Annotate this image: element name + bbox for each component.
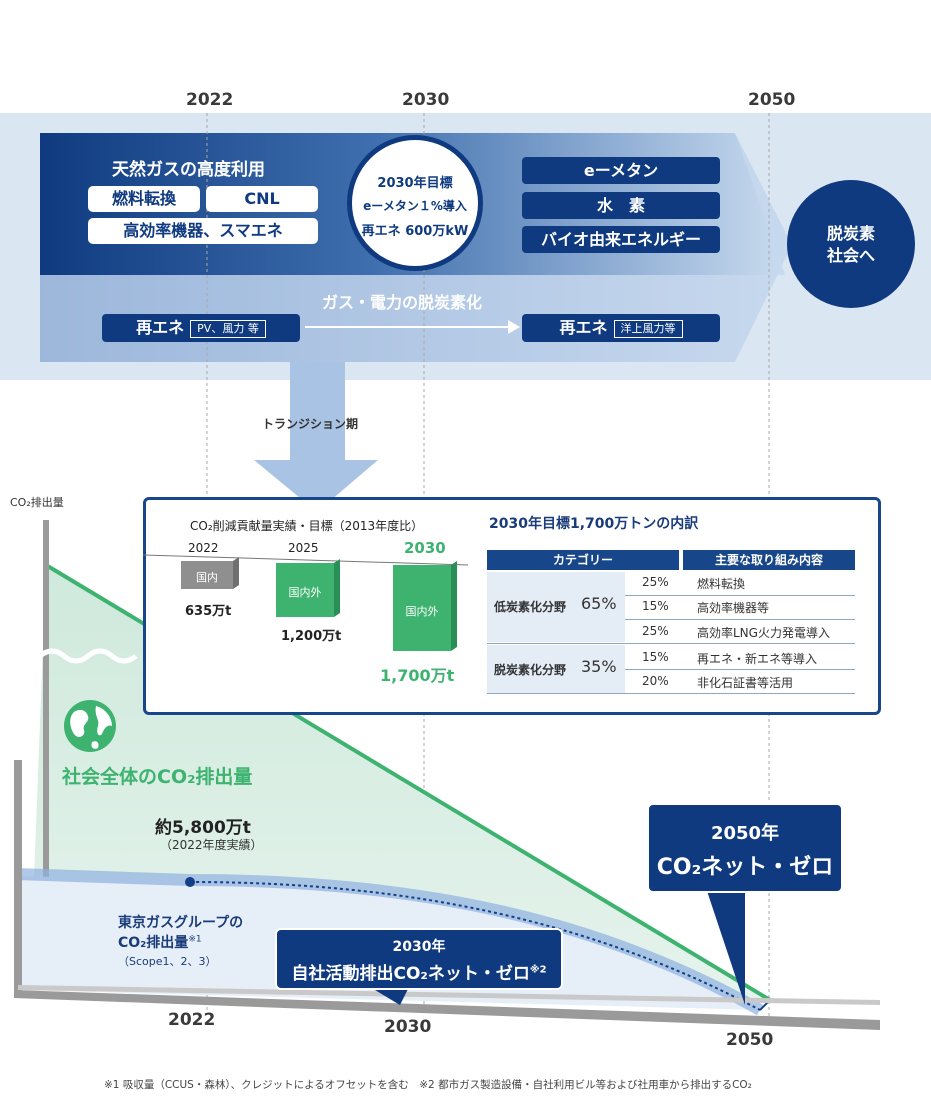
group-emission-dotted (189, 881, 761, 1011)
row-item-1: 燃料転換 (697, 577, 746, 591)
axis-floor-front (14, 990, 880, 1030)
transition-label: トランジション期 (262, 417, 359, 431)
row-divider-2 (625, 619, 855, 620)
group-decarb-name: 脱炭素化分野 (494, 663, 567, 677)
bar-2030-side (451, 561, 457, 651)
axis-back (43, 520, 49, 990)
row-pct-4: 15% (642, 650, 669, 664)
footnotes: ※1 吸収量（CCUS・森林）、クレジットによるオフセットを含む ※2 都市ガス… (104, 1079, 752, 1091)
callout-2050-year: 2050年 (710, 823, 780, 844)
callout-2050: 2050年 CO₂ネット・ゼロ (647, 803, 843, 893)
bar-2022-side (233, 557, 239, 589)
callout-2030-pointer (375, 985, 410, 1005)
bar-tag-2022: 国内 (196, 571, 218, 584)
callout-2030-text: 自社活動排出CO₂ネット・ゼロ (291, 964, 530, 984)
row-divider-bottom (487, 693, 855, 694)
group-decarb-bg (487, 645, 625, 693)
callout-2050-text: CO₂ネット・ゼロ (656, 855, 834, 880)
callout-2030: 2030年 自社活動排出CO₂ネット・ゼロ※2 (275, 928, 563, 990)
bio-pill: バイオ由来エネルギー (522, 226, 720, 253)
bar-year-2030: 2030 (404, 539, 446, 557)
group-emission-band (15, 868, 763, 1016)
row-divider-1 (625, 595, 855, 596)
row-divider-group (487, 643, 855, 644)
axis-year-2022: 2022 (168, 1010, 216, 1030)
table-header-category: カテゴリー (487, 550, 679, 570)
renewable-right-label: 再エネ (559, 318, 608, 337)
hydrogen-pill: 水 素 (522, 192, 720, 219)
row-pct-2: 15% (642, 599, 669, 613)
advanced-use-title: 天然ガスの高度利用 (112, 160, 265, 180)
group-emission-scope: （Scope1、2、3） (118, 955, 217, 968)
group-low-carbon-pct: 65% (581, 594, 617, 613)
axis-break-wave (38, 648, 138, 664)
renewable-right-pill: 再エネ洋上風力等 (522, 314, 720, 342)
callout-2030-line: 自社活動排出CO₂ネット・ゼロ※2 (277, 959, 561, 984)
decarb-label: ガス・電力の脱炭素化 (322, 293, 483, 312)
row-item-4: 再エネ・新エネ等導入 (697, 652, 818, 666)
group-low-carbon-bg (487, 572, 625, 642)
axis-label-co2: CO₂排出量 (10, 496, 64, 509)
group-low-carbon-name: 低炭素化分野 (494, 600, 567, 614)
bar-2030 (393, 565, 451, 651)
bar-value-2022: 635万t (185, 604, 232, 619)
bar-tag-2030: 国内外 (405, 605, 439, 618)
renewable-left-tag: PV、風力 等 (190, 319, 266, 338)
bar-value-2025: 1,200万t (281, 629, 342, 644)
panel-breakdown-title: 2030年目標1,700万トンの内訳 (489, 516, 699, 532)
transition-arrow (254, 362, 378, 512)
group-emission-point (185, 877, 195, 887)
target-2030-emethane: eーメタン１%導入 (363, 199, 467, 213)
row-pct-3: 25% (642, 624, 669, 638)
bar-2022 (181, 561, 233, 589)
decarb-society-circle: 脱炭素 社会へ (787, 180, 915, 308)
row-pct-5: 20% (642, 674, 669, 688)
row-item-2: 高効率機器等 (697, 601, 770, 615)
society-emission-label: 社会全体のCO₂排出量 (62, 766, 253, 788)
emethane-pill: eーメタン (522, 157, 720, 184)
note-mark-2: ※2 (529, 964, 547, 976)
table-header-items: 主要な取り組み内容 (683, 550, 855, 570)
note-mark-1: ※1 (188, 934, 202, 945)
row-item-5: 非化石証書等活用 (697, 676, 794, 690)
callout-2030-year: 2030年 (392, 939, 446, 955)
timeline-year-2022: 2022 (186, 90, 234, 110)
approx-emission-value: 約5,800万t (155, 818, 251, 838)
bar-2025 (276, 563, 334, 617)
target-2030-renewable: 再エネ 600万kW (361, 224, 469, 239)
row-divider-3 (625, 669, 855, 670)
group-emission-title2-text: CO₂排出量 (118, 935, 189, 951)
panel-trend-line (143, 554, 469, 566)
efficient-pill: 高効率機器、スマエネ (88, 218, 318, 244)
bar-2025-side (334, 559, 340, 617)
axis-year-2030: 2030 (384, 1017, 432, 1037)
renewable-left-label: 再エネ (136, 318, 185, 337)
bar-year-2022: 2022 (188, 541, 219, 555)
fuel-switch-pill: 燃料転換 (88, 186, 200, 212)
axis-floor-back (18, 985, 880, 1005)
row-item-3: 高効率LNG火力発電導入 (697, 626, 830, 640)
group-emission-title2: CO₂排出量※1 (118, 932, 202, 952)
cnl-pill: CNL (206, 186, 318, 212)
bar-tag-2025: 国内外 (288, 586, 322, 599)
panel-chart-title: CO₂削減貢献量実績・目標（2013年度比） (190, 519, 424, 533)
callout-2050-pointer (705, 885, 745, 1005)
axis-front (14, 760, 22, 992)
timeline-year-2030: 2030 (402, 90, 450, 110)
row-pct-1: 25% (642, 575, 669, 589)
group-emission-title1: 東京ガスグループの (118, 915, 244, 931)
approx-emission-note: （2022年度実績） (160, 838, 263, 852)
globe-icon (64, 700, 116, 752)
target-2030-title: 2030年目標 (377, 176, 453, 191)
renewable-left-pill: 再エネ PV、風力 等 (102, 314, 300, 342)
target-2030-circle: 2030年目標 eーメタン１%導入 再エネ 600万kW (347, 135, 483, 271)
bar-year-2025: 2025 (288, 541, 319, 555)
axis-year-2050: 2050 (726, 1030, 774, 1050)
decarb-arrowhead (508, 320, 520, 334)
renewable-right-tag: 洋上風力等 (613, 319, 683, 338)
timeline-year-2050: 2050 (748, 90, 796, 110)
bar-value-2030: 1,700万t (380, 666, 455, 685)
group-decarb-pct: 35% (581, 657, 617, 676)
panel-chart-svg (143, 554, 469, 651)
